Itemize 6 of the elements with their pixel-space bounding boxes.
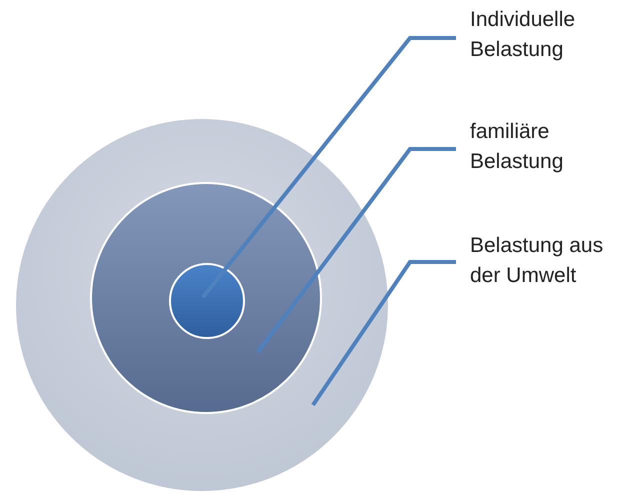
leader-line [256,147,456,354]
callout-label: Individuelle Belastung [470,5,630,65]
callout-label: familiäre Belastung [470,117,630,177]
callout-label: Belastung aus der Umwelt [470,231,620,291]
leader-line [201,36,456,298]
leader-line [311,260,456,406]
